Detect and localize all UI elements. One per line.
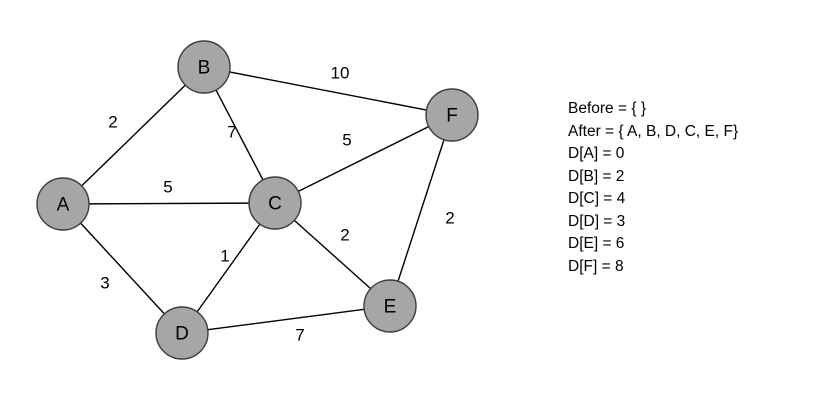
- node-label-f: F: [446, 106, 458, 127]
- graph-edge-c-e: [293, 219, 372, 290]
- edge-weight-c-d: 1: [220, 247, 229, 266]
- state-line-4: D[C] = 4: [568, 190, 626, 207]
- graph-node-c[interactable]: C: [248, 176, 302, 230]
- edge-weight-d-e: 7: [295, 326, 304, 345]
- edges-layer: [80, 71, 445, 331]
- graph-edge-e-f: [397, 139, 445, 282]
- graph-edge-a-c: [88, 202, 250, 205]
- node-circle-f[interactable]: [425, 88, 479, 142]
- graph-edge-c-d: [196, 223, 261, 313]
- algorithm-state-panel: Before = { } After = { A, B, D, C, E, F} D…: [568, 98, 818, 278]
- state-line-3: D[B] = 2: [568, 167, 625, 185]
- edge-weight-c-f: 5: [342, 131, 351, 150]
- graph-node-b[interactable]: B: [177, 40, 231, 94]
- graph-edge-a-b: [81, 84, 186, 187]
- graph-node-d[interactable]: D: [155, 306, 209, 360]
- node-circle-e[interactable]: [363, 279, 417, 333]
- node-label-c: C: [268, 194, 282, 215]
- nodes-layer: A B C D E F: [36, 40, 479, 360]
- graph-node-f[interactable]: F: [425, 88, 479, 142]
- node-circle-a[interactable]: [36, 177, 90, 231]
- graph-edge-c-f: [297, 125, 430, 193]
- graph-node-a[interactable]: A: [36, 177, 90, 231]
- node-label-e: E: [384, 297, 397, 318]
- node-circle-d[interactable]: [155, 306, 209, 360]
- state-line-7: D[F] = 8: [568, 257, 624, 275]
- node-label-a: A: [57, 195, 70, 216]
- node-label-d: D: [175, 324, 189, 345]
- state-line-6: D[E] = 6: [568, 235, 625, 252]
- graph-node-e[interactable]: E: [363, 279, 417, 333]
- graph-edge-d-e: [207, 308, 365, 331]
- edge-weight-b-c: 7: [227, 123, 236, 142]
- graph-edge-a-d: [80, 222, 165, 315]
- node-circle-b[interactable]: [177, 40, 231, 94]
- state-line-1: After = { A, B, D, C, E, F}: [568, 122, 739, 140]
- edge-weight-a-d: 3: [100, 274, 109, 293]
- graph-edge-b-c: [215, 89, 264, 181]
- edge-weight-c-e: 2: [340, 226, 349, 245]
- edge-weight-e-f: 2: [445, 209, 454, 228]
- node-circle-c[interactable]: [248, 176, 302, 230]
- node-label-b: B: [198, 58, 211, 79]
- state-line-5: D[D] = 3: [568, 212, 626, 230]
- state-line-0: Before = { }: [568, 100, 646, 117]
- edge-weight-a-c: 5: [163, 178, 172, 197]
- edge-weight-a-b: 2: [108, 113, 117, 132]
- edge-weight-b-f: 10: [331, 64, 350, 83]
- graph-edge-b-f: [229, 71, 427, 111]
- state-line-2: D[A] = 0: [568, 145, 625, 162]
